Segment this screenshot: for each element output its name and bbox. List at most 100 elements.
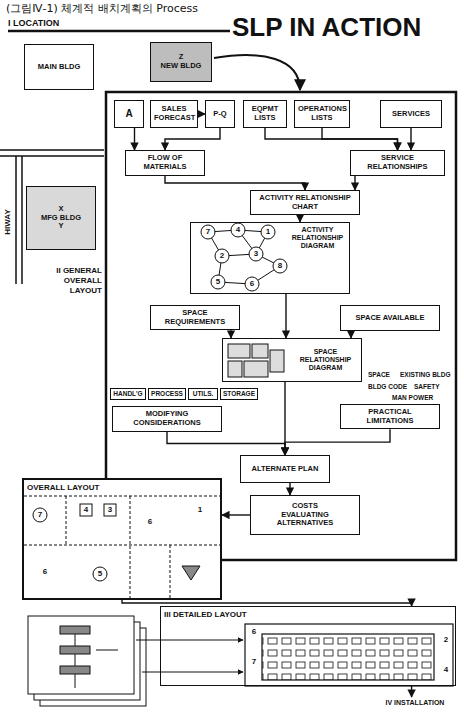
limit-label: MAN POWER — [392, 393, 433, 403]
node-text: EQPMT LISTS — [247, 105, 283, 122]
flow-arrow — [411, 686, 412, 697]
node-text: FLOW OF MATERIALS — [129, 154, 201, 171]
site-plan — [0, 31, 230, 284]
callout-number: 2 — [215, 251, 229, 261]
callout-number: 6 — [247, 627, 261, 637]
callout-number: 6 — [245, 279, 259, 289]
callout-number: 7 — [247, 657, 261, 667]
process-box: SPACE REQUIREMENTS — [150, 305, 240, 330]
callout-number: 1 — [261, 227, 275, 237]
node-text: SERVICE RELATIONSHIPS — [354, 154, 441, 171]
stage-label: IV INSTALLATION — [372, 697, 458, 710]
flow-arrow — [230, 330, 231, 338]
callout-number: 8 — [273, 261, 287, 271]
factor-sheet: STORAGE — [220, 388, 258, 400]
callout-number: 6 — [143, 517, 157, 527]
node-text: PROCESS — [150, 390, 184, 397]
callout-number: 4 — [79, 505, 93, 515]
factor-sheet: UTILS. — [188, 388, 218, 400]
process-box: SPACE AVAILABLE — [340, 305, 440, 331]
node-text: SPACE AVAILABLE — [344, 314, 436, 323]
limit-label: EXISTING BLDG — [400, 370, 451, 380]
node-text: I LOCATION — [8, 18, 232, 28]
document-box: EQPMT LISTS — [243, 100, 287, 128]
figure-title: (그림Ⅳ-1) 체계적 배치계획의 Process — [6, 2, 198, 16]
node-text: III DETAILED LAYOUT — [164, 610, 452, 619]
node-text: A — [118, 108, 140, 120]
node-text: ACTIVITY RELATIONSHIP DIAGRAM — [289, 226, 346, 250]
flow-arrow — [265, 128, 398, 150]
node-text: EVALUATING ALTERNATIVES — [254, 511, 356, 528]
limit-label: SAFETY — [414, 382, 440, 392]
layout-box: III DETAILED LAYOUT — [160, 606, 456, 686]
callout-number: 5 — [211, 277, 225, 287]
limit-label: SPACE — [368, 370, 390, 380]
flow-arrow — [410, 128, 411, 150]
flow-arrow — [198, 113, 205, 114]
document-box: SALES FORECAST — [150, 100, 198, 128]
node-text: MODIFYING CONSIDERATIONS — [116, 410, 218, 427]
detailed-plan — [245, 624, 453, 686]
flow-arrow — [322, 128, 398, 150]
building: MAIN BLDG — [24, 44, 94, 90]
callout-number: 1 — [193, 505, 207, 515]
process-box: MODIFYING CONSIDERATIONS — [112, 406, 222, 432]
flow-arrow — [214, 55, 300, 90]
limit-label: BLDG CODE — [368, 382, 407, 392]
space-blocks — [228, 344, 284, 377]
process-box: SERVICE RELATIONSHIPS — [350, 150, 445, 176]
process-box: PRACTICAL LIMITATIONS — [340, 404, 440, 429]
node-text: SPACE REQUIREMENTS — [154, 309, 236, 326]
callout-number: 7 — [33, 510, 47, 520]
flow-arrow — [350, 331, 351, 338]
stage-label: II GENERAL OVERALL LAYOUT — [42, 266, 102, 296]
node-text: NEW BLDG — [154, 62, 208, 71]
location-area: I LOCATION MAIN BLDG ZNEW BLDG XMFG BLDGY — [8, 18, 232, 262]
layout-box: OVERALL LAYOUT — [22, 478, 222, 600]
building: ZNEW BLDG — [150, 42, 212, 82]
node-text: OVERALL LAYOUT — [27, 483, 217, 492]
chart-box: P-Q — [205, 100, 235, 128]
node-text: SERVICES — [384, 110, 438, 119]
road-label: HIWAY — [3, 202, 13, 242]
node-text: UTILS. — [190, 390, 216, 397]
node-text: MFG BLDG — [30, 214, 92, 223]
flow-arrow — [222, 514, 250, 515]
node-text: HANDL'G — [112, 390, 144, 397]
flow-arrow — [134, 128, 135, 150]
flow-arrow — [299, 215, 300, 222]
building: XMFG BLDGY — [26, 186, 96, 250]
node-text: SALES FORECAST — [154, 105, 194, 122]
flow-arrow — [165, 176, 305, 190]
flow-arrow — [167, 432, 285, 455]
callout-number: 4 — [231, 225, 245, 235]
node-text: Y — [30, 222, 92, 231]
flow-arrow — [289, 483, 290, 495]
flow-arrow — [285, 294, 286, 338]
document-box: SERVICES — [380, 100, 442, 128]
node-text: MAIN BLDG — [28, 63, 90, 72]
document-box: A — [114, 100, 144, 128]
overall-symbols — [33, 504, 200, 581]
process-box: ALTERNATE PLAN — [240, 455, 330, 483]
relationship-graph — [201, 223, 287, 291]
panel-outline — [106, 92, 456, 560]
callout-number: 3 — [103, 505, 117, 515]
node-text: STORAGE — [222, 390, 256, 397]
diagram-box: SPACE RELATIONSHIP DIAGRAM — [222, 338, 362, 382]
node-text: OPERATIONS LISTS — [298, 105, 346, 122]
document-box: OPERATIONS LISTS — [294, 100, 350, 128]
node-text: ACTIVITY RELATIONSHIP CHART — [254, 194, 356, 211]
process-box: FLOW OF MATERIALS — [125, 150, 205, 176]
node-text: X — [30, 205, 92, 214]
node-text: Z — [154, 53, 208, 62]
overall-plan — [24, 496, 220, 598]
factor-sheet: HANDL'G — [110, 388, 146, 400]
node-text: PRACTICAL LIMITATIONS — [344, 408, 436, 425]
factor-sheet: PROCESS — [148, 388, 186, 400]
callout-number: 5 — [93, 569, 107, 579]
process-sheets — [28, 616, 243, 706]
chart-box: ACTIVITY RELATIONSHIP CHART — [250, 190, 360, 215]
node-text: COSTS — [254, 502, 356, 511]
